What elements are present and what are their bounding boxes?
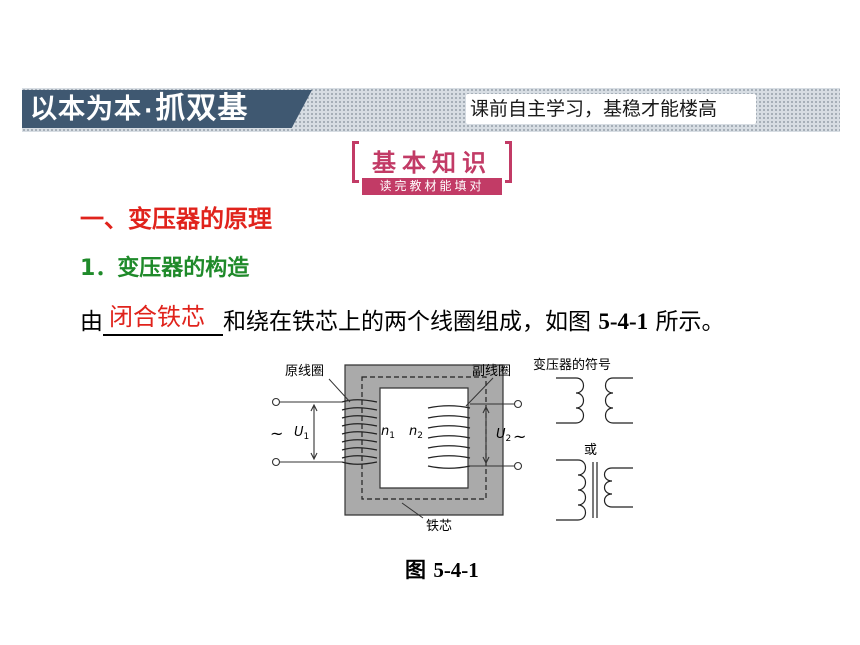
label-or: 或 xyxy=(584,443,597,458)
caption-prefix: 图 xyxy=(405,558,434,582)
iron-core xyxy=(344,364,504,516)
sentence-suffix: 所示。 xyxy=(648,309,725,335)
header-left-title: 以本为本·抓双基 xyxy=(30,91,248,127)
secondary-coil xyxy=(427,405,471,469)
badge-right-bracket xyxy=(505,141,512,183)
figure-caption: 图 5-4-1 xyxy=(405,554,479,584)
label-transformer-symbol: 变压器的符号 xyxy=(533,357,611,373)
label-n1: n1 xyxy=(381,424,395,441)
header-title-part1: 以本为本 xyxy=(30,94,142,125)
badge-subtitle: 读完教材能填对 xyxy=(362,178,502,195)
sentence-middle: 和绕在铁芯上的两个线圈组成，如图 xyxy=(223,309,599,335)
sentence-figure-ref: 5-4-1 xyxy=(598,309,649,334)
badge-left-bracket xyxy=(352,141,359,183)
header-right-block xyxy=(466,94,756,124)
answer-blank: 闭合铁芯 xyxy=(103,303,223,336)
heading-structure: 1．变压器的构造 xyxy=(80,256,250,281)
ac-source-left: ~ xyxy=(270,424,283,443)
label-u2: U2 xyxy=(496,427,511,444)
label-leaders xyxy=(328,377,494,519)
label-n2: n2 xyxy=(409,424,423,441)
primary-circuit xyxy=(271,397,342,467)
header-right-text: 课前自主学习，基稳才能楼高 xyxy=(470,98,718,120)
structure-sentence: 由闭合铁芯和绕在铁芯上的两个线圈组成，如图 5-4-1 所示。 xyxy=(80,302,724,336)
header-left-block xyxy=(22,90,312,128)
header-title-dot: · xyxy=(144,99,154,124)
heading-principle: 一、变压器的原理 xyxy=(80,205,272,233)
caption-number: 5-4-1 xyxy=(433,558,479,582)
label-secondary-coil: 副线圈 xyxy=(472,364,511,379)
transformer-symbol-ironcore xyxy=(556,459,633,521)
label-u1: U1 xyxy=(294,425,309,442)
badge-title: 基本知识 xyxy=(372,149,492,177)
section-badge: 基本知识 读完教材能填对 xyxy=(352,141,512,197)
secondary-circuit xyxy=(470,399,523,471)
header-title-part2: 抓双基 xyxy=(155,91,249,126)
answer-text: 闭合铁芯 xyxy=(109,303,205,331)
ac-source-right: ~ xyxy=(513,427,526,446)
sentence-prefix: 由 xyxy=(80,309,103,335)
primary-coil xyxy=(341,399,378,465)
label-primary-coil: 原线圈 xyxy=(285,364,324,379)
transformer-symbol-aircore xyxy=(556,377,633,424)
label-iron-core: 铁芯 xyxy=(426,519,452,534)
